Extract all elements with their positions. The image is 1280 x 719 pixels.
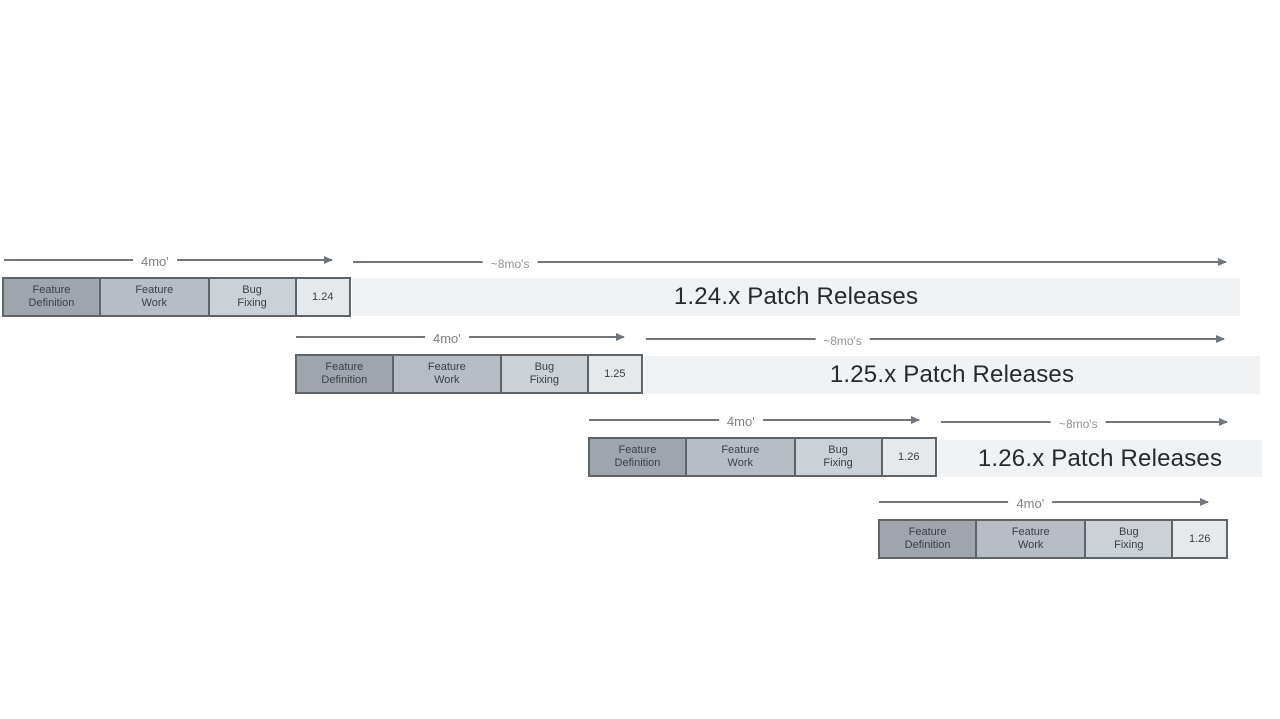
arrow-head-icon	[1200, 497, 1209, 506]
release-phase-strip: Feature Definition Feature Work Bug Fixi…	[588, 437, 937, 477]
arrow-head-icon	[1218, 257, 1227, 266]
phase-feature-definition: Feature Definition	[590, 439, 687, 475]
arrow-head-icon	[616, 332, 625, 341]
phase-feature-definition: Feature Definition	[297, 356, 394, 392]
release-phase-strip: Feature Definition Feature Work Bug Fixi…	[295, 354, 643, 394]
eight-month-label: ~8mo's	[1050, 416, 1106, 432]
patch-releases-bar: 1.24.x Patch Releases	[352, 278, 1240, 316]
four-month-label: 4mo'	[718, 414, 763, 430]
arrow-head-icon	[1216, 334, 1225, 343]
version-box: 1.24	[296, 279, 349, 315]
eight-month-arrow: ~8mo's	[941, 416, 1228, 432]
eight-month-label: ~8mo's	[482, 256, 538, 272]
phase-feature-definition: Feature Definition	[4, 279, 101, 315]
arrow-head-icon	[1219, 417, 1228, 426]
phase-feature-definition: Feature Definition	[880, 521, 978, 557]
patch-releases-label: 1.25.x Patch Releases	[829, 361, 1075, 388]
eight-month-arrow: ~8mo's	[646, 333, 1225, 349]
phase-feature-work: Feature Work	[100, 279, 210, 315]
phase-feature-work: Feature Work	[977, 521, 1087, 557]
release-phase-strip: Feature Definition Feature Work Bug Fixi…	[2, 277, 351, 317]
arrow-head-icon	[911, 415, 920, 424]
phase-bug-fixing: Bug Fixing	[502, 356, 589, 392]
four-month-label: 4mo'	[132, 254, 177, 270]
version-box: 1.25	[588, 356, 641, 392]
version-box: 1.26	[1173, 521, 1226, 557]
eight-month-arrow: ~8mo's	[353, 256, 1227, 272]
four-month-arrow: 4mo'	[4, 254, 333, 270]
four-month-label: 4mo'	[1008, 496, 1053, 512]
version-box: 1.26	[882, 439, 935, 475]
release-phase-strip: Feature Definition Feature Work Bug Fixi…	[878, 519, 1228, 559]
patch-releases-label: 1.26.x Patch Releases	[977, 444, 1223, 472]
patch-releases-bar: 1.26.x Patch Releases	[938, 440, 1262, 477]
phase-bug-fixing: Bug Fixing	[795, 439, 883, 475]
phase-feature-work: Feature Work	[686, 439, 796, 475]
four-month-arrow: 4mo'	[589, 414, 920, 430]
four-month-arrow: 4mo'	[296, 331, 625, 347]
phase-bug-fixing: Bug Fixing	[1086, 521, 1174, 557]
eight-month-label: ~8mo's	[815, 333, 870, 349]
arrow-head-icon	[324, 255, 333, 264]
patch-releases-bar: 1.25.x Patch Releases	[644, 356, 1260, 394]
phase-feature-work: Feature Work	[393, 356, 503, 392]
phase-bug-fixing: Bug Fixing	[209, 279, 297, 315]
four-month-label: 4mo'	[424, 331, 469, 347]
four-month-arrow: 4mo'	[879, 496, 1209, 512]
patch-releases-label: 1.24.x Patch Releases	[673, 283, 919, 310]
